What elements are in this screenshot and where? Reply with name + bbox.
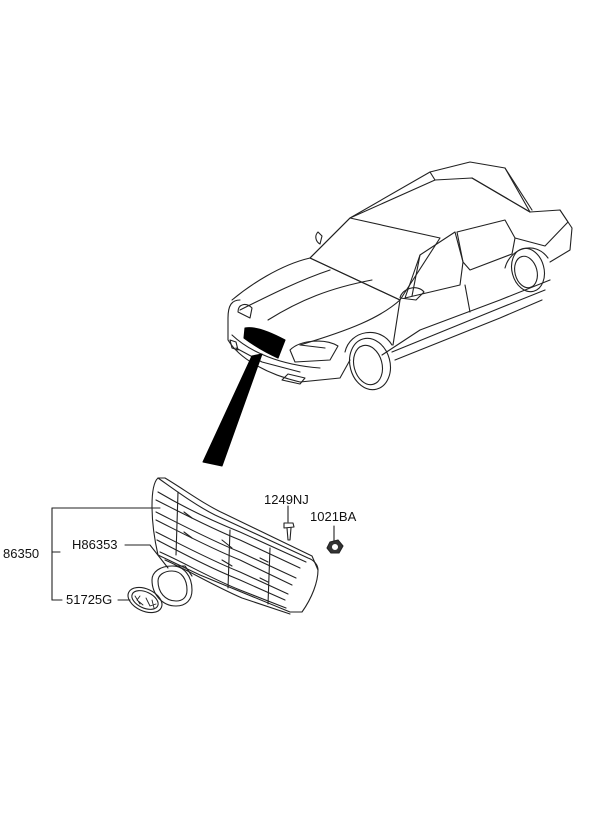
part-label-assembly: 86350 [3,546,40,561]
car-grille-highlight [243,327,286,359]
car-illustration [227,161,573,391]
callout-arrow [202,353,263,467]
part-label-emblem: 51725G [66,592,113,607]
screw [283,522,295,541]
emblem [127,586,163,614]
clip-nut [326,539,344,554]
part-label-grille-insert: H86353 [72,537,118,552]
part-label-screw: 1249NJ [264,492,309,507]
grille-insert [151,565,193,607]
leader-lines [51,505,335,601]
part-label-nut: 1021BA [310,509,357,524]
radiator-grille [151,477,319,615]
